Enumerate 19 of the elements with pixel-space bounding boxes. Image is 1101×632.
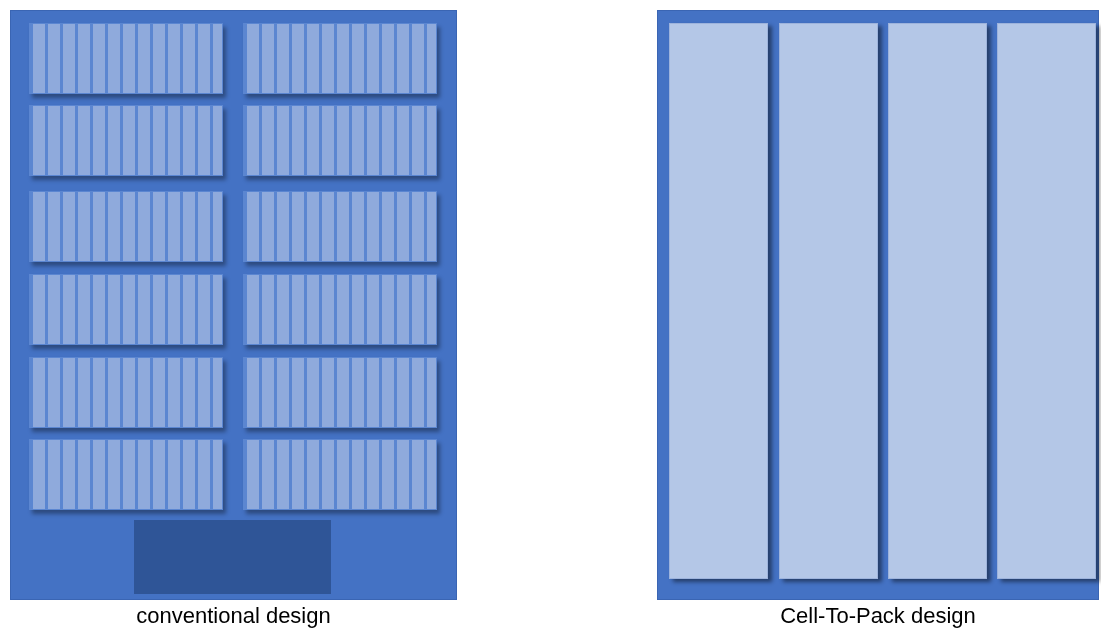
- battery-module: [243, 191, 437, 262]
- battery-cell-bar: [779, 23, 878, 579]
- battery-cell-bar: [669, 23, 768, 579]
- battery-module: [243, 23, 437, 94]
- battery-module: [29, 191, 223, 262]
- battery-module: [29, 274, 223, 345]
- battery-module: [243, 357, 437, 428]
- battery-cell-bar: [888, 23, 987, 579]
- control-unit-box: [134, 520, 331, 594]
- battery-module: [29, 357, 223, 428]
- node-label: Cell-To-Pack design: [780, 604, 976, 628]
- battery-module: [29, 23, 223, 94]
- battery-module: [243, 274, 437, 345]
- node-label: conventional design: [136, 604, 331, 628]
- battery-module: [29, 105, 223, 176]
- battery-module: [29, 439, 223, 510]
- battery-module: [243, 439, 437, 510]
- battery-module: [243, 105, 437, 176]
- battery-cell-bar: [997, 23, 1096, 579]
